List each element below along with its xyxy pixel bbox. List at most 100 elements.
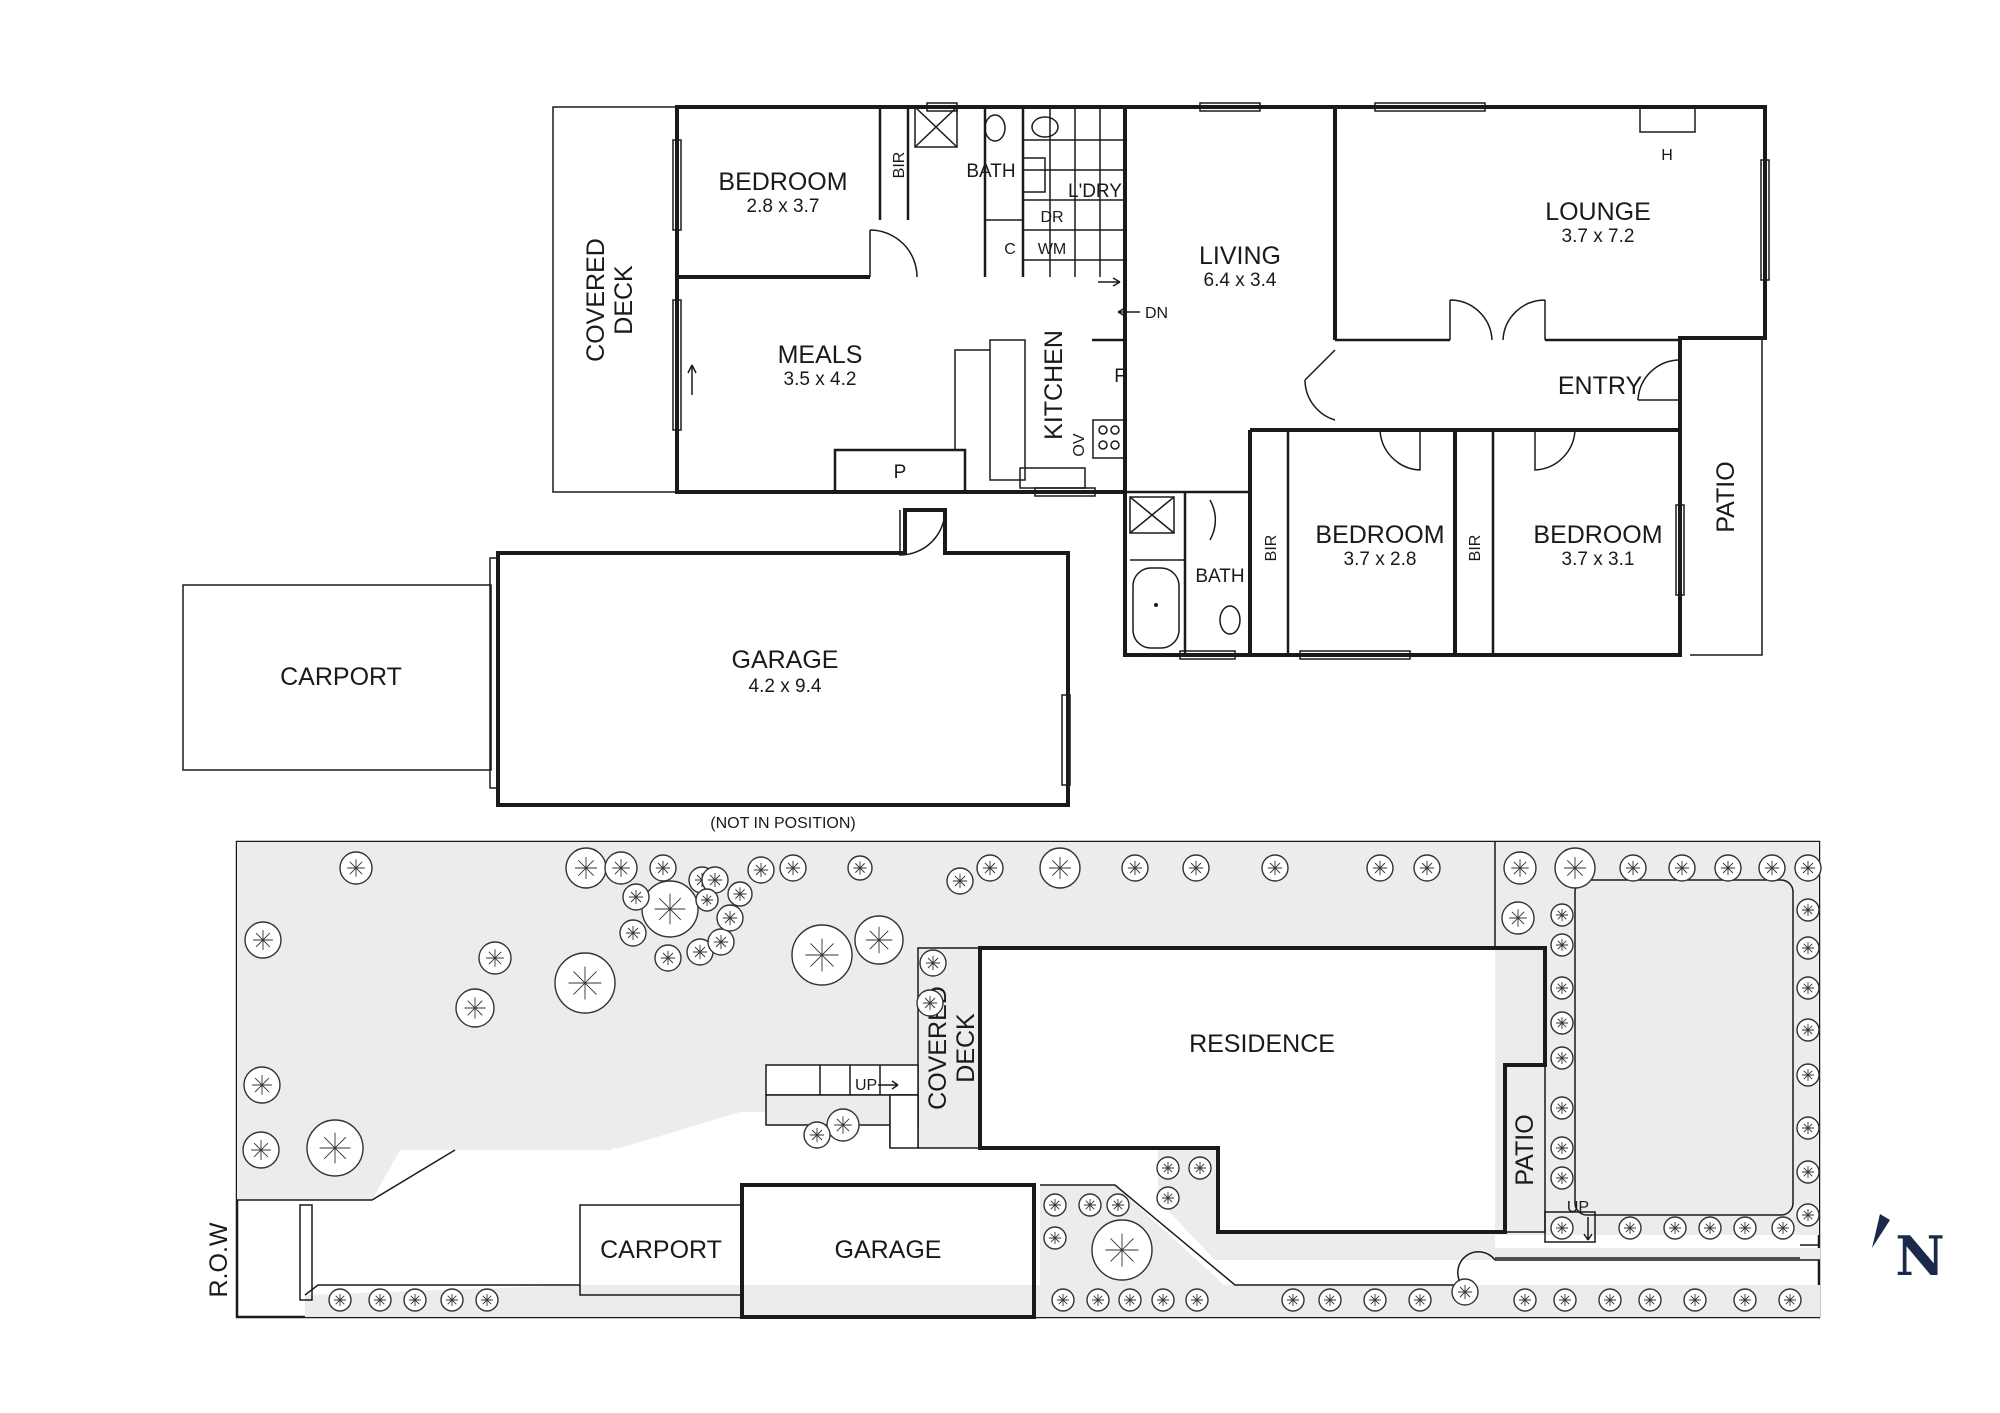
tree-branch-lines xyxy=(1623,1221,1637,1235)
north-arrow: N xyxy=(1872,1214,1945,1288)
bedroom-3-dims: 3.7 x 3.1 xyxy=(1562,549,1635,570)
tree-branch-lines xyxy=(733,887,747,901)
tree-branch-lines xyxy=(1413,1293,1427,1307)
tree-branch-lines xyxy=(1193,1161,1207,1175)
tree-branch-lines xyxy=(834,1116,852,1134)
site-carport-label: CARPORT xyxy=(600,1236,722,1264)
row-label: R.O.W xyxy=(205,1222,233,1297)
tree-branch-lines xyxy=(809,1127,825,1143)
tree-branch-lines xyxy=(612,859,630,877)
down-arrow-icon xyxy=(1117,307,1140,317)
tree-branch-lines xyxy=(1555,938,1569,952)
tree-branch-lines xyxy=(1801,1165,1815,1179)
tree-branch-lines xyxy=(1776,1221,1790,1235)
tree-branch-lines xyxy=(480,1293,494,1307)
tree-branch-lines xyxy=(1720,860,1736,876)
tree-branch-lines xyxy=(1564,857,1586,879)
tree-branch-lines xyxy=(1161,1161,1175,1175)
up-2-arrow-icon xyxy=(1583,1217,1593,1241)
tree-branch-lines xyxy=(251,1140,271,1160)
site-garage-label: GARAGE xyxy=(835,1236,942,1264)
tree-branch-lines xyxy=(700,893,714,907)
room-labels: BEDROOM 2.8 x 3.7 MEALS 3.5 x 4.2 LIVING… xyxy=(687,147,1673,587)
patio-label: PATIO xyxy=(1712,461,1740,532)
tree-branch-lines xyxy=(692,944,708,960)
site-covered-deck-label: COVERED DECK xyxy=(924,986,980,1110)
tree-branch-lines xyxy=(1091,1293,1105,1307)
svg-text:COVERED: COVERED xyxy=(582,238,610,362)
bedroom-3-label: BEDROOM xyxy=(1533,521,1662,549)
tree-branch-lines xyxy=(1555,1221,1569,1235)
tree-branch-lines xyxy=(1518,1293,1532,1307)
bathtub xyxy=(1132,567,1180,649)
tree-branch-lines xyxy=(1555,1171,1569,1185)
tree-branch-lines xyxy=(1555,1141,1569,1155)
tree-branch-lines xyxy=(707,872,723,888)
tree-branch-lines xyxy=(253,930,273,950)
site-plan: RESIDENCE COVERED DECK UP PATIO UP CARPO… xyxy=(205,840,1822,1319)
heater xyxy=(1639,106,1696,133)
toilet-1 xyxy=(984,114,1006,142)
tree-branch-lines xyxy=(1738,1221,1752,1235)
down-label: DN xyxy=(1145,305,1168,322)
tree-branch-lines xyxy=(853,861,867,875)
east-garden-area xyxy=(1495,842,1819,1235)
site-patio-label: PATIO xyxy=(1511,1114,1539,1185)
shower-1 xyxy=(914,106,958,148)
oven-label: OV xyxy=(1071,433,1088,456)
tree-branch-lines xyxy=(1111,1198,1125,1212)
tree-branch-lines xyxy=(1127,860,1143,876)
fridge-label: F xyxy=(1114,366,1126,387)
dryer-label: DR xyxy=(1040,209,1063,226)
tree-branch-lines xyxy=(1048,1231,1062,1245)
tree-branch-lines xyxy=(1558,1293,1572,1307)
entry-label: ENTRY xyxy=(1558,372,1643,400)
garage-outline xyxy=(496,508,1070,807)
tree-branch-lines xyxy=(1509,909,1527,927)
tree-branch-lines xyxy=(952,873,968,889)
tree-branch-lines xyxy=(1764,860,1780,876)
tree-branch-lines xyxy=(1555,1051,1569,1065)
tree-branch-lines xyxy=(1161,1191,1175,1205)
carport-label: CARPORT xyxy=(280,663,402,691)
covered-deck-label: COVERED DECK xyxy=(582,238,638,362)
bedroom-2-dims: 3.7 x 2.8 xyxy=(1344,549,1417,570)
tree-branch-lines xyxy=(1688,1293,1702,1307)
bedroom-1-label: BEDROOM xyxy=(718,168,847,196)
tree-branch-lines xyxy=(1323,1293,1337,1307)
bedroom-2-label: BEDROOM xyxy=(1315,521,1444,549)
basin-laundry xyxy=(1022,157,1046,193)
tree-branch-lines xyxy=(785,860,801,876)
patio-area xyxy=(1690,338,1763,656)
tree-branch-lines xyxy=(1801,903,1815,917)
tree-branch-lines xyxy=(654,893,686,925)
bir-1-label: BIR xyxy=(891,152,908,179)
tree-branch-lines xyxy=(753,862,769,878)
tree-branch-lines xyxy=(1419,860,1435,876)
tree-branch-lines xyxy=(1056,1293,1070,1307)
tree-branch-lines xyxy=(1783,1293,1797,1307)
tree-branch-lines xyxy=(655,860,671,876)
tree-branch-lines xyxy=(1703,1221,1717,1235)
tree-branch-lines xyxy=(1368,1293,1382,1307)
lounge-label: LOUNGE xyxy=(1545,198,1651,226)
svg-text:DECK: DECK xyxy=(610,265,638,335)
site-covered-deck xyxy=(917,947,981,1149)
tree-branch-lines xyxy=(373,1293,387,1307)
sink xyxy=(1019,467,1086,489)
tree-branch-lines xyxy=(1738,1293,1752,1307)
tree-branch-lines xyxy=(1674,860,1690,876)
tree-branch-lines xyxy=(1123,1293,1137,1307)
tree-branch-lines xyxy=(1643,1293,1657,1307)
washer-label: WM xyxy=(1038,241,1066,258)
tree-branch-lines xyxy=(1188,860,1204,876)
tree-branch-lines xyxy=(1190,1293,1204,1307)
tree-branch-lines xyxy=(1801,1023,1815,1037)
tree-branch-lines xyxy=(1105,1233,1139,1267)
tree-branch-lines xyxy=(568,966,602,1000)
tree-branch-lines xyxy=(1048,1198,1062,1212)
kitchen-label: KITCHEN xyxy=(1040,330,1068,440)
tree-branch-lines xyxy=(1555,1016,1569,1030)
bir-2-label: BIR xyxy=(1263,535,1280,562)
